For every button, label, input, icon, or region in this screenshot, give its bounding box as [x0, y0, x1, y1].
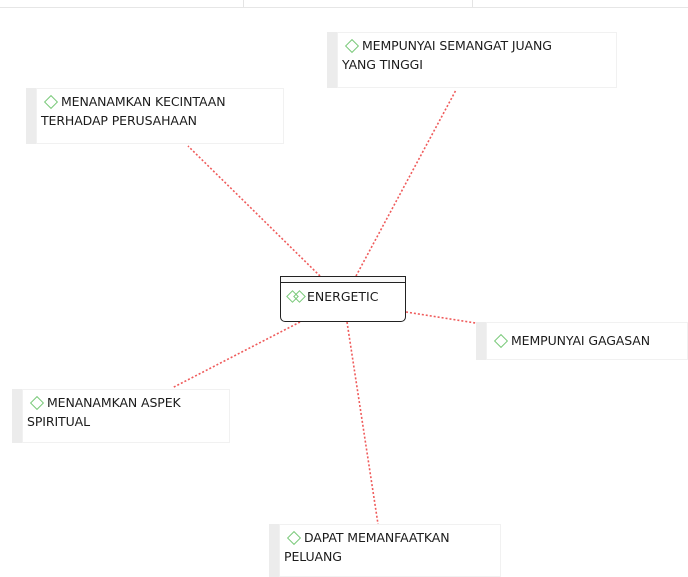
top-toolbar-strip [0, 0, 688, 8]
topic-label: DAPAT MEMANFAATKAN PELUANG [284, 530, 450, 564]
central-topic[interactable]: ENERGETIC [280, 276, 406, 322]
topic-semangat-juang[interactable]: MEMPUNYAI SEMANGAT JUANG YANG TINGGI [327, 32, 617, 88]
toolbar-divider [243, 0, 244, 7]
diamond-icon [344, 38, 360, 54]
diamond-icon [43, 94, 59, 110]
connector-peluang [346, 321, 379, 525]
central-topic-cap [280, 276, 406, 283]
topic-aspek-spiritual[interactable]: MENANAMKAN ASPEK SPIRITUAL [12, 389, 230, 443]
topic-label: MENANAMKAN KECINTAAN TERHADAP PERUSAHAAN [41, 94, 226, 128]
topic-label: MEMPUNYAI SEMANGAT JUANG YANG TINGGI [342, 38, 552, 72]
diamond-icon [29, 395, 45, 411]
double-diamond-icon [286, 289, 307, 303]
central-topic-label: ENERGETIC [307, 289, 379, 304]
diamond-icon [493, 333, 509, 349]
diamond-icon [286, 530, 302, 546]
central-topic-content: ENERGETIC [286, 289, 379, 304]
connector-spiritual [171, 321, 301, 389]
topic-kecintaan-perusahaan[interactable]: MENANAMKAN KECINTAAN TERHADAP PERUSAHAAN [26, 88, 284, 144]
topic-gagasan[interactable]: MEMPUNYAI GAGASAN [476, 322, 688, 360]
topic-label: MENANAMKAN ASPEK SPIRITUAL [27, 395, 181, 429]
toolbar-divider [472, 0, 473, 7]
connector-kecintaan [187, 145, 321, 277]
connector-gagasan [405, 311, 489, 326]
connector-semangat [355, 89, 457, 277]
topic-label: MEMPUNYAI GAGASAN [511, 333, 651, 348]
topic-memanfaatkan-peluang[interactable]: DAPAT MEMANFAATKAN PELUANG [269, 524, 501, 577]
